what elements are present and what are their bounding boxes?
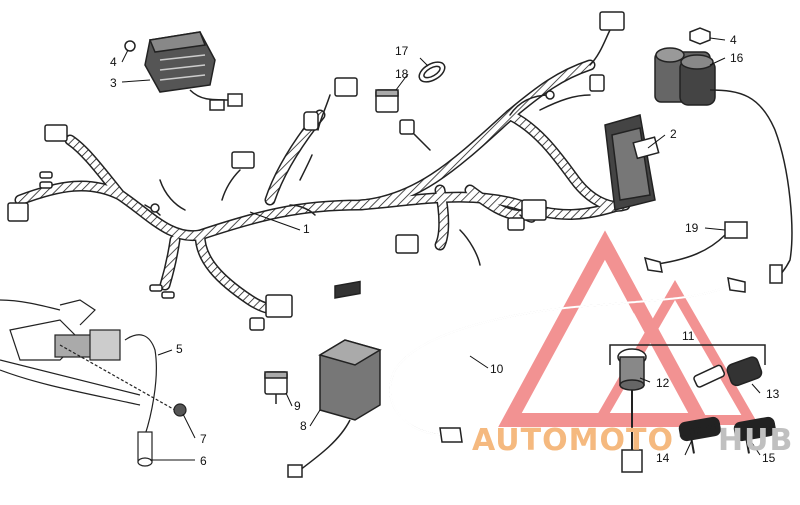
label-10: 10 [490,362,504,376]
label-13: 13 [766,387,780,401]
label-4a: 4 [110,55,117,69]
label-16: 16 [730,51,744,65]
watermark-text-part2: HUB [718,423,793,458]
small-relay [264,371,288,404]
ignition-switch-set: ARCTIC CAT ARCTIC CAT [609,344,777,473]
label-3: 3 [110,76,117,90]
watermark-text-part1: AUTOMOTO [472,423,674,458]
voltage-regulator [124,31,243,111]
sensor-assembly [0,299,187,467]
label-5: 5 [176,342,183,356]
sensor-wire [643,221,748,273]
label-6: 6 [200,454,207,468]
label-9: 9 [294,399,301,413]
label-7: 7 [200,432,207,446]
label-12: 12 [656,376,670,390]
label-17: 17 [395,44,409,58]
cdi-module [287,280,382,478]
watermark-logo [498,230,759,427]
fuse-block [604,114,660,211]
relay-and-clip [375,61,446,113]
label-2: 2 [670,127,677,141]
part-labels: 1 2 3 4 4 5 6 7 8 9 10 11 12 13 14 15 16… [110,33,780,468]
label-8: 8 [300,419,307,433]
label-11: 11 [682,329,695,343]
label-19: 19 [685,221,699,235]
leader-lines [121,37,761,461]
label-4b: 4 [730,33,737,47]
ground-cable [389,277,746,443]
main-wiring-harness [14,29,631,316]
label-14: 14 [656,451,670,465]
label-18: 18 [395,67,409,81]
starter-solenoid [654,27,793,284]
label-1: 1 [303,222,310,236]
label-15: 15 [762,451,776,465]
watermark-text: AUTOMOTO HUB [472,423,793,458]
harness-connectors [7,11,625,331]
